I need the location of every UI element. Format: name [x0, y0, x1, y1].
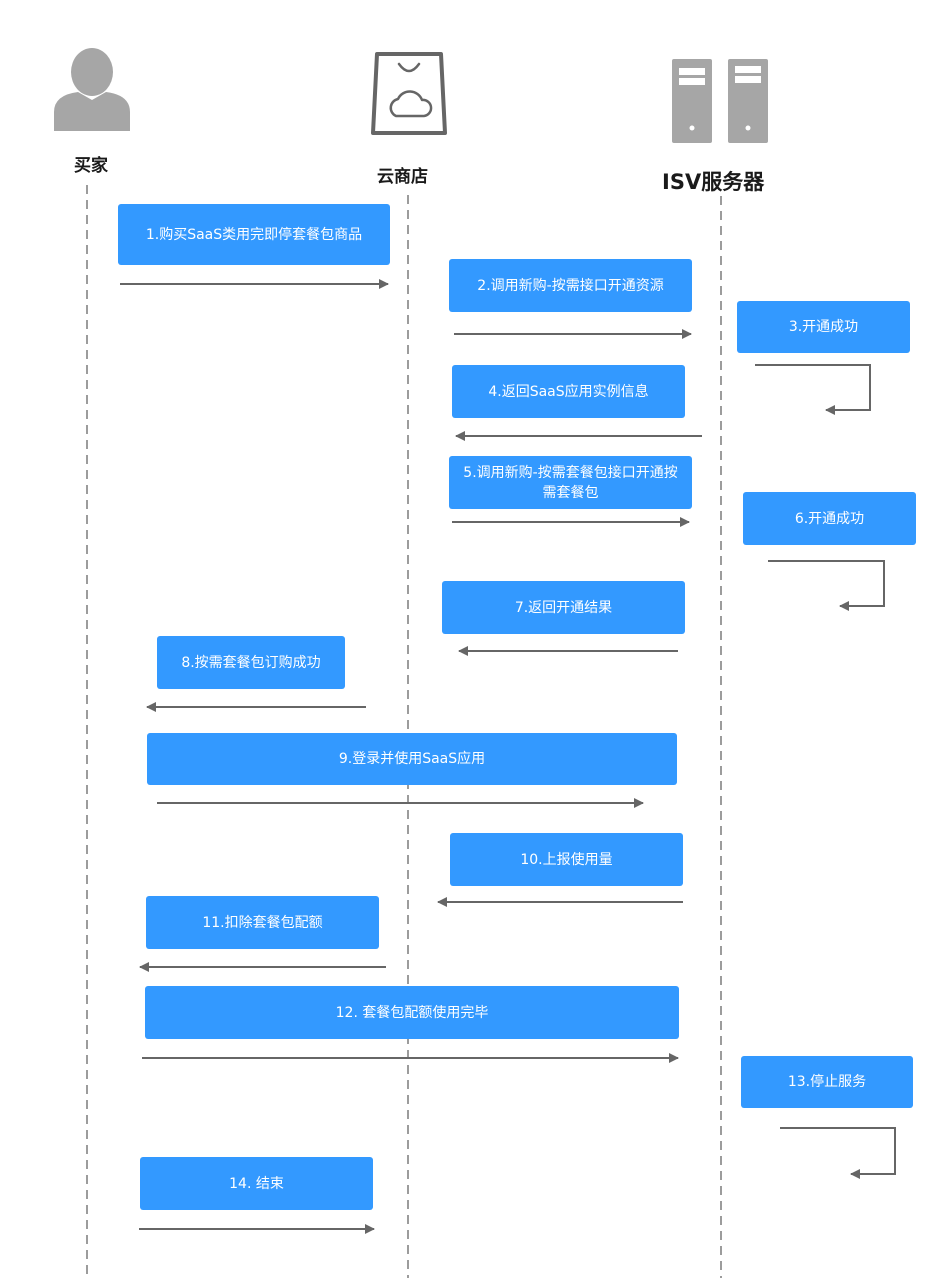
actor-buyer-label: 买家: [74, 156, 108, 176]
step-3-box: 3.开通成功: [737, 301, 910, 353]
actor-store-label: 云商店: [377, 167, 428, 187]
step-13-box: 13.停止服务: [741, 1056, 913, 1108]
step-7-box: 7.返回开通结果: [442, 581, 685, 634]
step-5-box: 5.调用新购-按需套餐包接口开通按需套餐包: [449, 456, 692, 509]
person-icon: [54, 48, 130, 131]
arrow-step-3: [755, 364, 871, 415]
server-icon: [672, 59, 768, 143]
shopping-bag-cloud-icon: [371, 52, 447, 135]
step-12-box: 12. 套餐包配额使用完毕: [145, 986, 679, 1039]
step-4-box: 4.返回SaaS应用实例信息: [452, 365, 685, 418]
step-10-box: 10.上报使用量: [450, 833, 683, 886]
step-1-box: 1.购买SaaS类用完即停套餐包商品: [118, 204, 390, 265]
step-11-box: 11.扣除套餐包配额: [146, 896, 379, 949]
step-9-box: 9.登录并使用SaaS应用: [147, 733, 677, 785]
arrow-step-13: [780, 1127, 896, 1179]
step-8-box: 8.按需套餐包订购成功: [157, 636, 345, 689]
actor-isv-label: ISV服务器: [662, 170, 765, 194]
step-6-box: 6.开通成功: [743, 492, 916, 545]
step-2-box: 2.调用新购-按需接口开通资源: [449, 259, 692, 312]
step-14-box: 14. 结束: [140, 1157, 373, 1210]
arrow-step-6: [768, 560, 885, 611]
